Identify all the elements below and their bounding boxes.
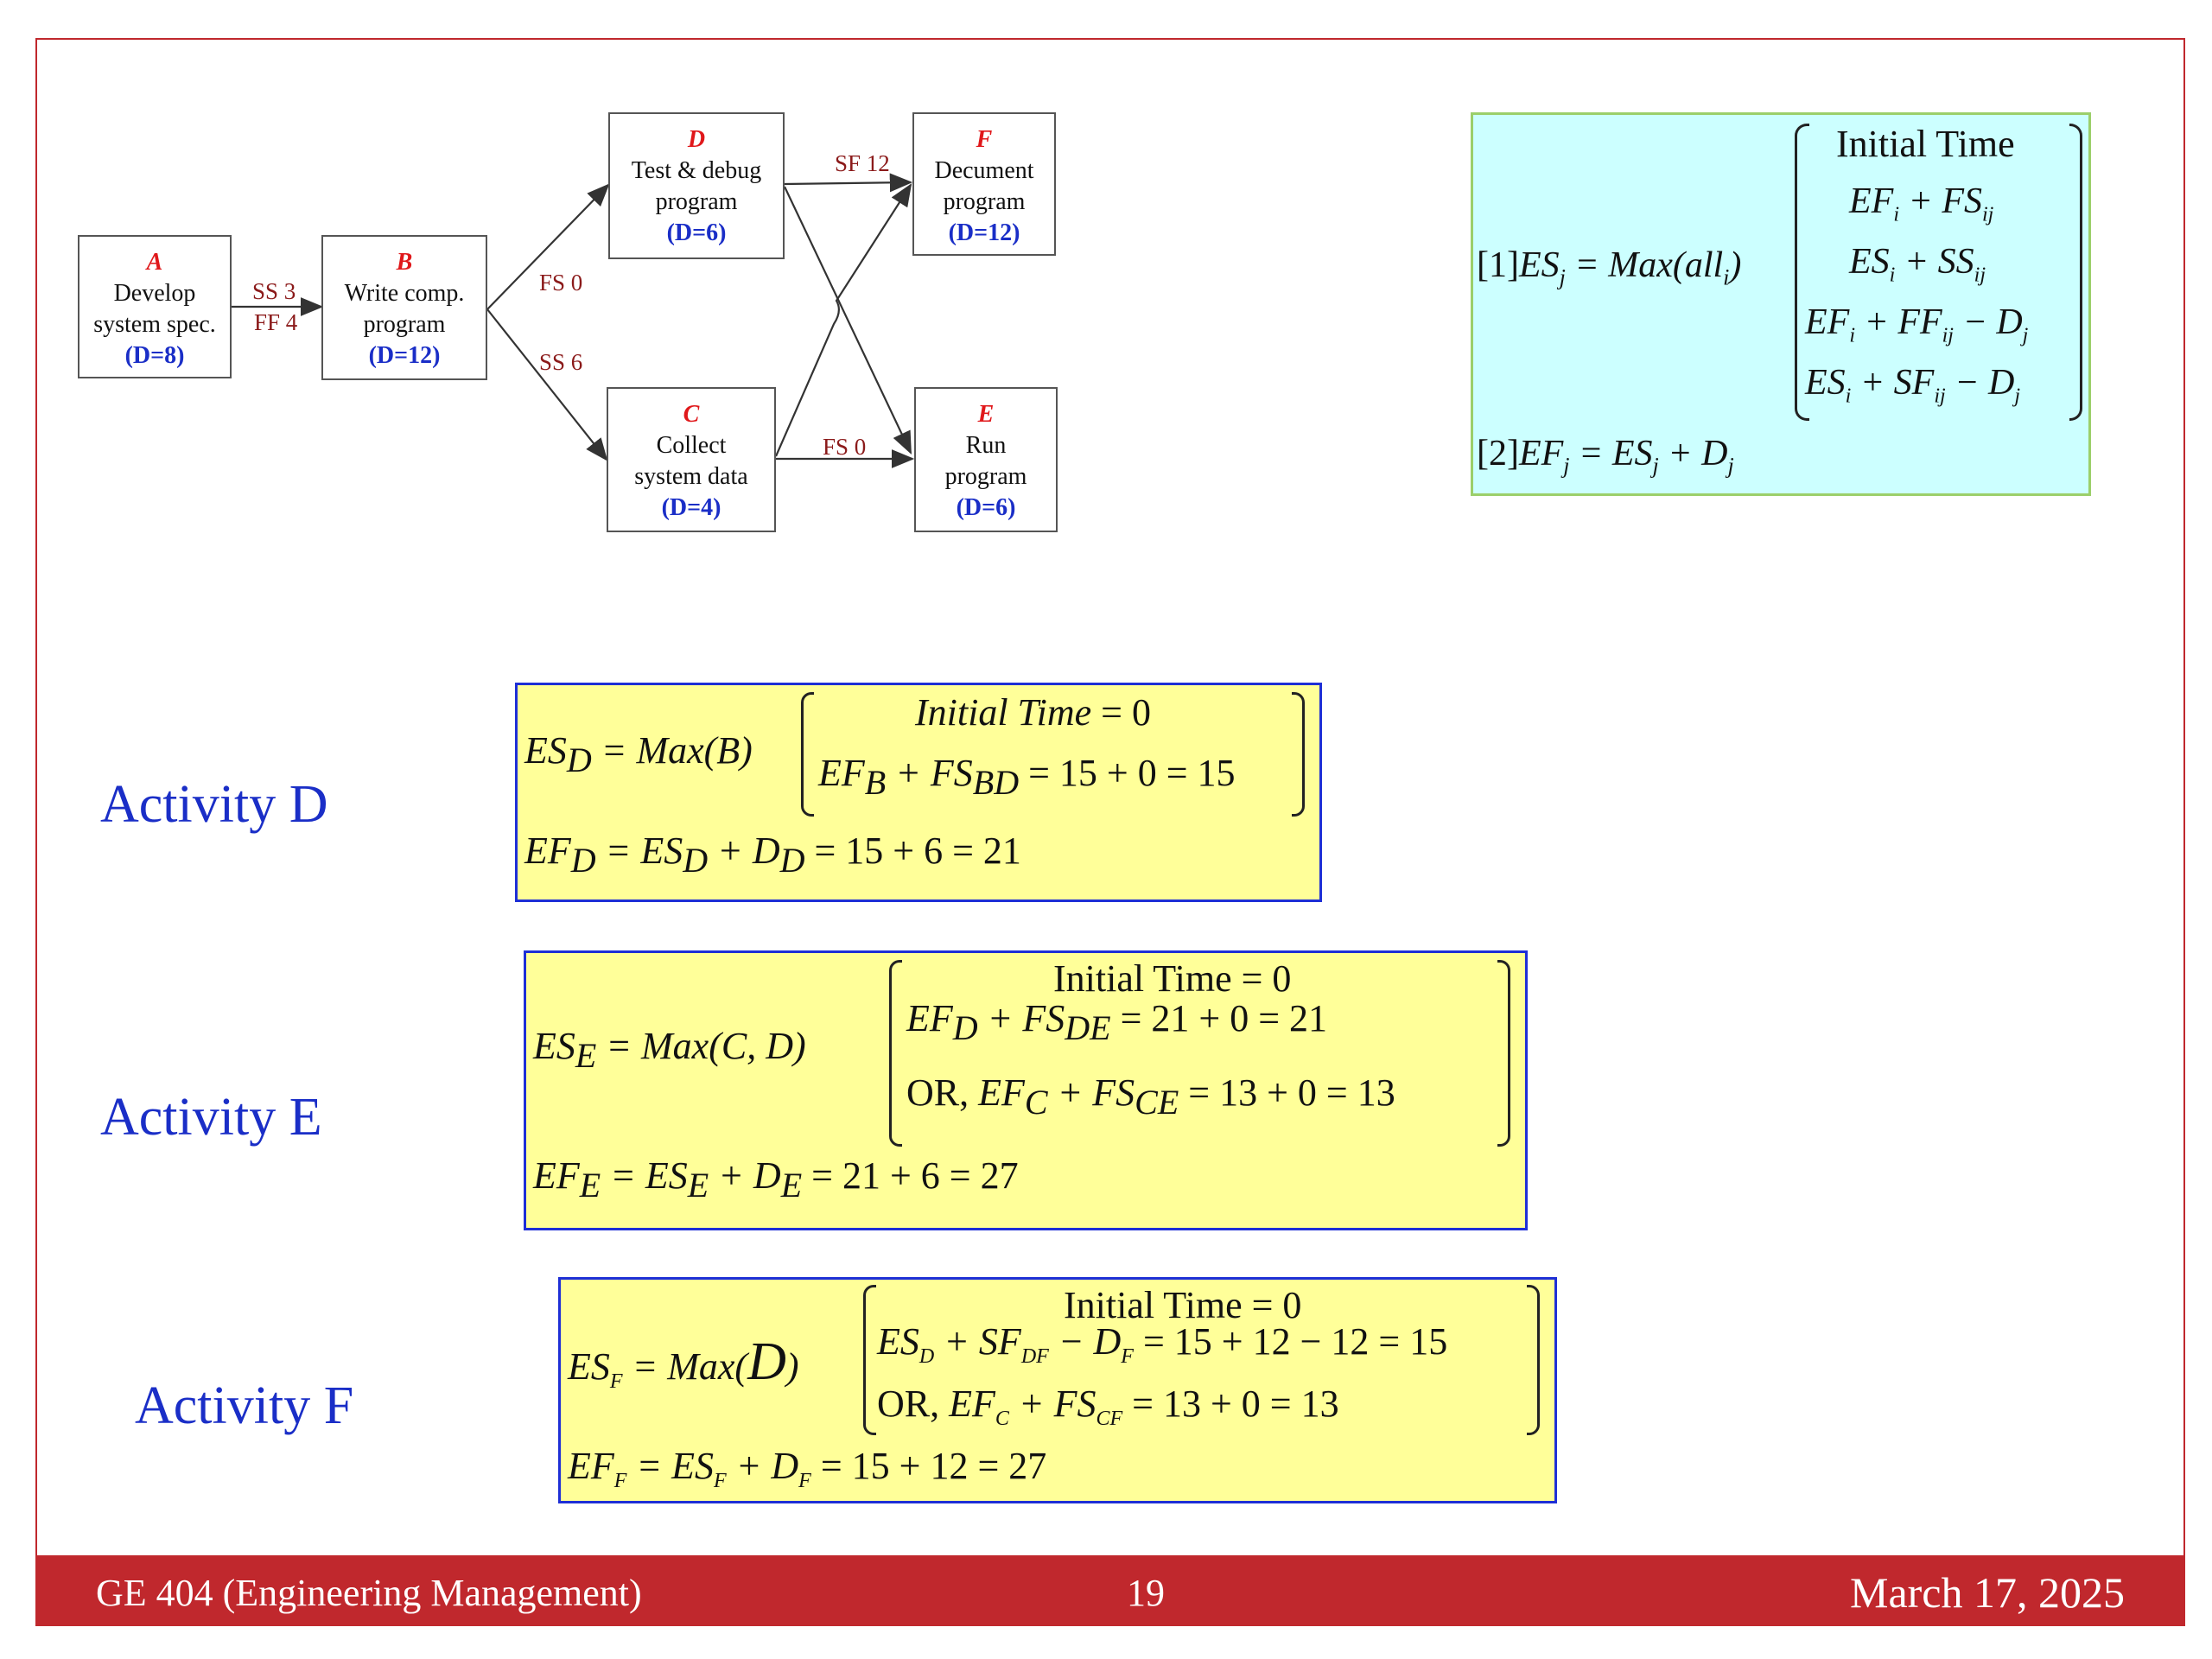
edge-b-d (486, 183, 610, 310)
node-b-duration: (D=12) (368, 342, 441, 369)
activity-e-right-brace (1497, 960, 1510, 1147)
activity-e-case-fs-ce: OR, EFC + FSCE = 13 + 0 = 13 (906, 1071, 1395, 1122)
edge-d-f (784, 173, 913, 193)
node-a-id: A (146, 249, 163, 276)
general-formula-box: [1]ESj = Max(alli) Initial Time EFi + FS… (1471, 112, 2091, 496)
link-label-ce: FS 0 (823, 434, 867, 460)
activity-d-label: Activity D (100, 775, 328, 834)
activity-e-label: Activity E (100, 1088, 322, 1147)
link-label-ab-ss: SS 3 (252, 278, 296, 304)
activity-f-es: ESF = Max(D) (568, 1332, 799, 1393)
link-label-df: SF 12 (835, 150, 890, 176)
node-b-label: Write comp. (344, 280, 465, 307)
node-d-label-2: program (655, 188, 738, 215)
activity-f-case-fs-cf: OR, EFC + FSCF = 13 + 0 = 13 (877, 1382, 1339, 1430)
node-e-duration: (D=6) (956, 494, 1016, 521)
node-c-duration: (D=4) (661, 494, 721, 521)
node-d-duration: (D=6) (666, 219, 727, 246)
node-f-label-2: program (943, 188, 1026, 215)
node-c-label: Collect (656, 432, 727, 459)
activity-e-case-fs-de: EFD + FSDE = 21 + 0 = 21 (906, 997, 1328, 1047)
activity-d-left-brace (801, 692, 814, 817)
activity-e-left-brace (889, 960, 902, 1147)
node-b-label-2: program (363, 311, 446, 338)
node-f: F Decument program (D=12) (912, 112, 1056, 256)
node-c: C Collect system data (D=4) (607, 387, 776, 532)
link-label-bd: FS 0 (539, 270, 583, 296)
footer-course: GE 404 (Engineering Management) (96, 1572, 642, 1614)
option-sf: ESi + SFij − Dj (1805, 363, 2021, 408)
node-d-id: D (687, 126, 706, 153)
node-d: D Test & debug program (D=6) (608, 112, 785, 259)
node-a: A Develop system spec. (D=8) (78, 235, 232, 378)
node-a-label: Develop (113, 280, 196, 307)
edge-d-e (784, 186, 912, 454)
activity-d-es: ESD = Max(B) (524, 729, 753, 779)
node-c-label-2: system data (634, 463, 748, 490)
es-general-lhs: [1]ESj = Max(alli) (1477, 245, 1742, 290)
activity-f-case-initial: Initial Time = 0 (1064, 1284, 1302, 1326)
edge-c-f (774, 183, 912, 457)
right-brace (2069, 124, 2082, 421)
edge-b-c (486, 308, 608, 461)
activity-d-formula-box: ESD = Max(B) Initial Time = 0 EFB + FSBD… (515, 683, 1322, 902)
node-b-id: B (396, 249, 413, 276)
option-fs: EFi + FSij (1849, 181, 1994, 226)
node-a-duration: (D=8) (124, 342, 185, 369)
node-d-label: Test & debug (631, 157, 762, 184)
option-initial-time: Initial Time (1836, 123, 2015, 165)
activity-e-case-initial: Initial Time = 0 (1053, 957, 1292, 1000)
activity-f-ef: EFF = ESF + DF = 15 + 12 = 27 (568, 1445, 1047, 1492)
activity-e-es: ESE = Max(C, D) (533, 1025, 806, 1075)
activity-d-ef: EFD = ESD + DD = 15 + 6 = 21 (524, 830, 1021, 880)
activity-e-ef: EFE = ESE + DE = 21 + 6 = 27 (533, 1154, 1019, 1205)
left-brace (1795, 124, 1809, 421)
node-f-id: F (976, 126, 993, 153)
footer-page-number: 19 (1127, 1572, 1165, 1614)
activity-d-case-initial: Initial Time = 0 (915, 691, 1151, 734)
ef-general: [2]EFj = ESj + Dj (1477, 434, 1734, 479)
node-e-label: Run (965, 432, 1007, 459)
dependency-arrows (232, 173, 915, 468)
activity-f-left-brace (863, 1285, 876, 1435)
activity-f-right-brace (1527, 1285, 1540, 1435)
node-c-id: C (683, 401, 700, 428)
link-label-bc: SS 6 (539, 349, 583, 375)
activity-f-label: Activity F (135, 1376, 354, 1435)
node-f-duration: (D=12) (948, 219, 1020, 246)
node-e-label-2: program (944, 463, 1027, 490)
node-e: E Run program (D=6) (914, 387, 1058, 532)
activity-e-formula-box: ESE = Max(C, D) Initial Time = 0 EFD + F… (524, 950, 1528, 1230)
node-e-id: E (977, 401, 995, 428)
activity-d-case-fs: EFB + FSBD = 15 + 0 = 15 (818, 752, 1236, 802)
activity-d-right-brace (1292, 692, 1305, 817)
node-b: B Write comp. program (D=12) (321, 235, 487, 380)
node-f-label: Decument (934, 157, 1034, 184)
activity-f-case-sf: ESD + SFDF − DF = 15 + 12 − 12 = 15 (877, 1320, 1448, 1368)
slide-footer: GE 404 (Engineering Management) 19 March… (35, 1555, 2185, 1626)
option-ff: EFi + FFij − Dj (1805, 302, 2029, 347)
node-a-label-2: system spec. (93, 311, 216, 338)
option-ss: ESi + SSij (1849, 242, 1986, 287)
activity-f-formula-box: ESF = Max(D) Initial Time = 0 ESD + SFDF… (558, 1277, 1557, 1503)
link-label-ab-ff: FF 4 (254, 309, 298, 335)
footer-date: March 17, 2025 (1850, 1568, 2125, 1617)
